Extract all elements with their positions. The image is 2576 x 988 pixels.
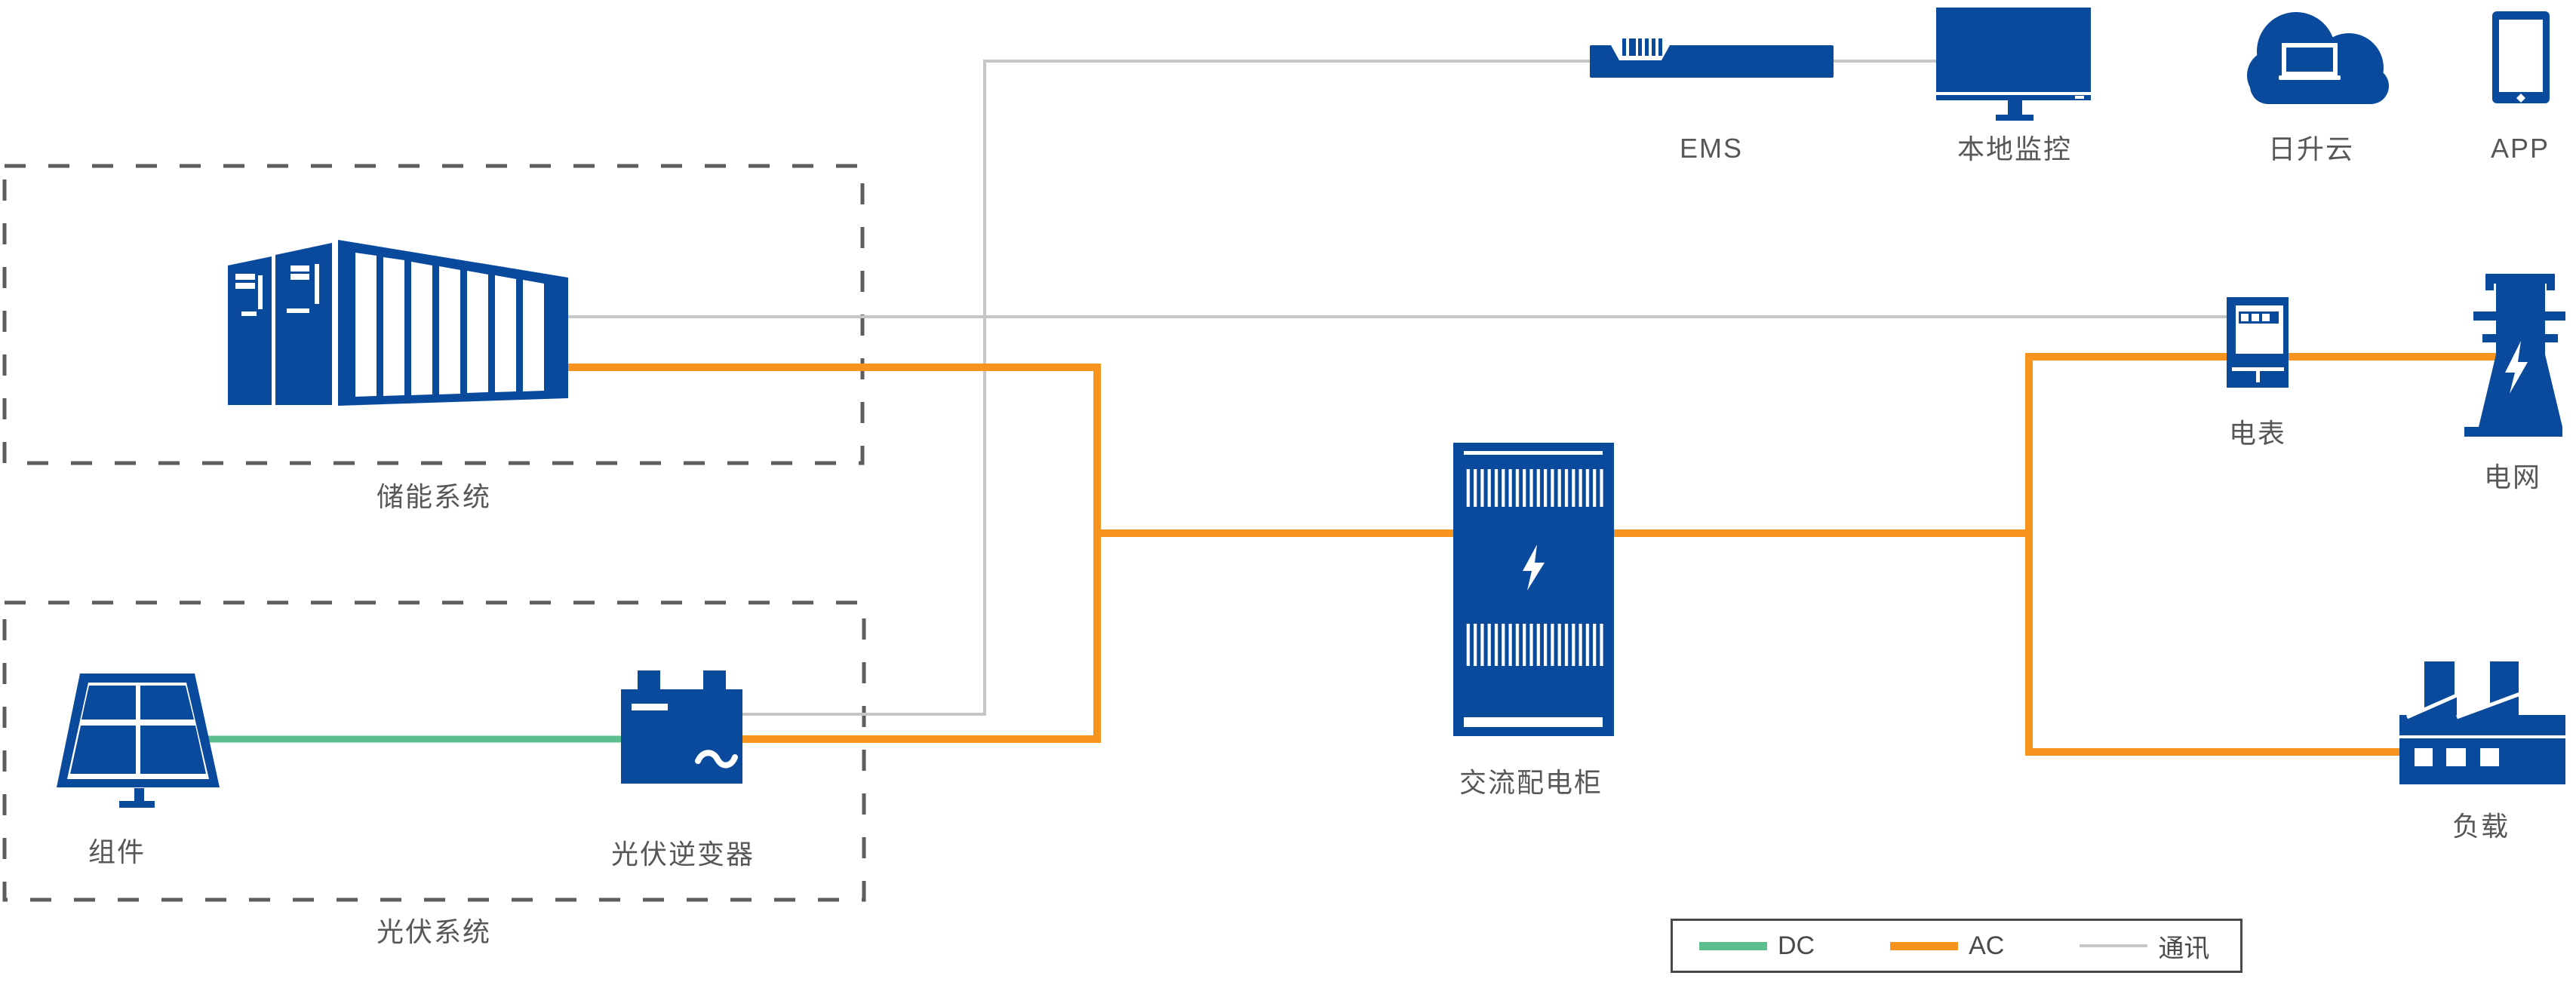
ac-line-swatch (1890, 941, 1959, 950)
legend: DC AC 通讯 (1671, 919, 2242, 973)
label-storage-system: 储能系统 (376, 481, 492, 512)
cabinet-icon (1453, 443, 1614, 736)
label-pv-inverter: 光伏逆变器 (610, 839, 755, 870)
label-pv-module: 组件 (88, 836, 146, 867)
comm-line-swatch (2080, 944, 2148, 947)
legend-label-ac: AC (1969, 931, 2005, 960)
pv-system-boundary (2, 600, 866, 902)
legend-item-ac: AC (1890, 931, 2004, 961)
legend-label-comm: 通讯 (2158, 934, 2210, 963)
legend-item-comm: 通讯 (2080, 928, 2209, 965)
storage-container-icon (228, 240, 568, 406)
ems-icon (1590, 38, 1834, 78)
storage-system-boundary (2, 164, 865, 465)
ac-line-storage-inverter-junction (568, 364, 1101, 743)
label-pv-system: 光伏系统 (376, 916, 492, 947)
label-load: 负载 (2452, 811, 2510, 842)
grid-tower-icon (2464, 274, 2565, 437)
label-ac-cabinet: 交流配电柜 (1459, 767, 1603, 798)
monitor-icon (1936, 8, 2091, 121)
laptop-icon (2282, 43, 2338, 76)
dc-line-swatch (1699, 941, 1767, 950)
label-cloud: 日升云 (2267, 133, 2355, 164)
inverter-icon (621, 670, 742, 784)
label-grid: 电网 (2483, 462, 2542, 492)
phone-icon (2492, 11, 2550, 103)
lightning-icon (1523, 545, 1545, 591)
cloud-icon (2247, 12, 2389, 104)
legend-item-dc: DC (1699, 931, 1815, 961)
label-meter: 电表 (2228, 418, 2287, 449)
solar-panel-icon (57, 673, 220, 808)
label-local-monitor: 本地监控 (1957, 133, 2073, 164)
legend-label-dc: DC (1778, 931, 1815, 960)
meter-icon (2227, 297, 2289, 388)
label-ems: EMS (1679, 133, 1744, 164)
lightning-icon (2505, 341, 2528, 394)
factory-icon (2399, 661, 2565, 784)
label-app: APP (2490, 133, 2550, 164)
comm-line-ems-inverter (742, 60, 1590, 716)
